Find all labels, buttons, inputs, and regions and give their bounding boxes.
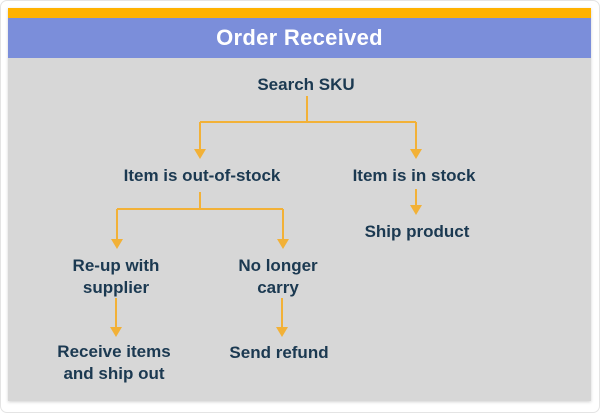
node-label: No longer bbox=[238, 256, 318, 275]
page-title: Order Received bbox=[216, 25, 383, 50]
node-item-in-stock: Item is in stock bbox=[353, 165, 476, 187]
node-label: Ship product bbox=[364, 222, 470, 241]
node-send-refund: Send refund bbox=[229, 342, 328, 364]
node-label: Item is in stock bbox=[352, 166, 476, 185]
node-item-out-of-stock: Item is out-of-stock bbox=[124, 165, 281, 187]
node-label: Item is out-of-stock bbox=[123, 166, 281, 185]
node-label: Re-up with bbox=[72, 256, 160, 275]
header-bar: Order Received bbox=[8, 18, 591, 58]
node-label: Search SKU bbox=[257, 75, 355, 94]
node-label: Receive items bbox=[57, 342, 171, 361]
node-label: and ship out bbox=[63, 364, 165, 383]
node-search-sku: Search SKU bbox=[257, 74, 354, 96]
node-no-longer-carry: No longer carry bbox=[238, 255, 317, 299]
node-ship-product: Ship product bbox=[365, 221, 470, 243]
node-receive-items-ship-out: Receive items and ship out bbox=[57, 341, 170, 385]
accent-strip bbox=[8, 8, 591, 18]
node-reup-with-supplier: Re-up with supplier bbox=[73, 255, 160, 299]
node-label: Send refund bbox=[229, 343, 329, 362]
node-label: carry bbox=[257, 278, 299, 297]
slide-card: Order Received bbox=[8, 8, 591, 401]
node-label: supplier bbox=[82, 278, 150, 297]
